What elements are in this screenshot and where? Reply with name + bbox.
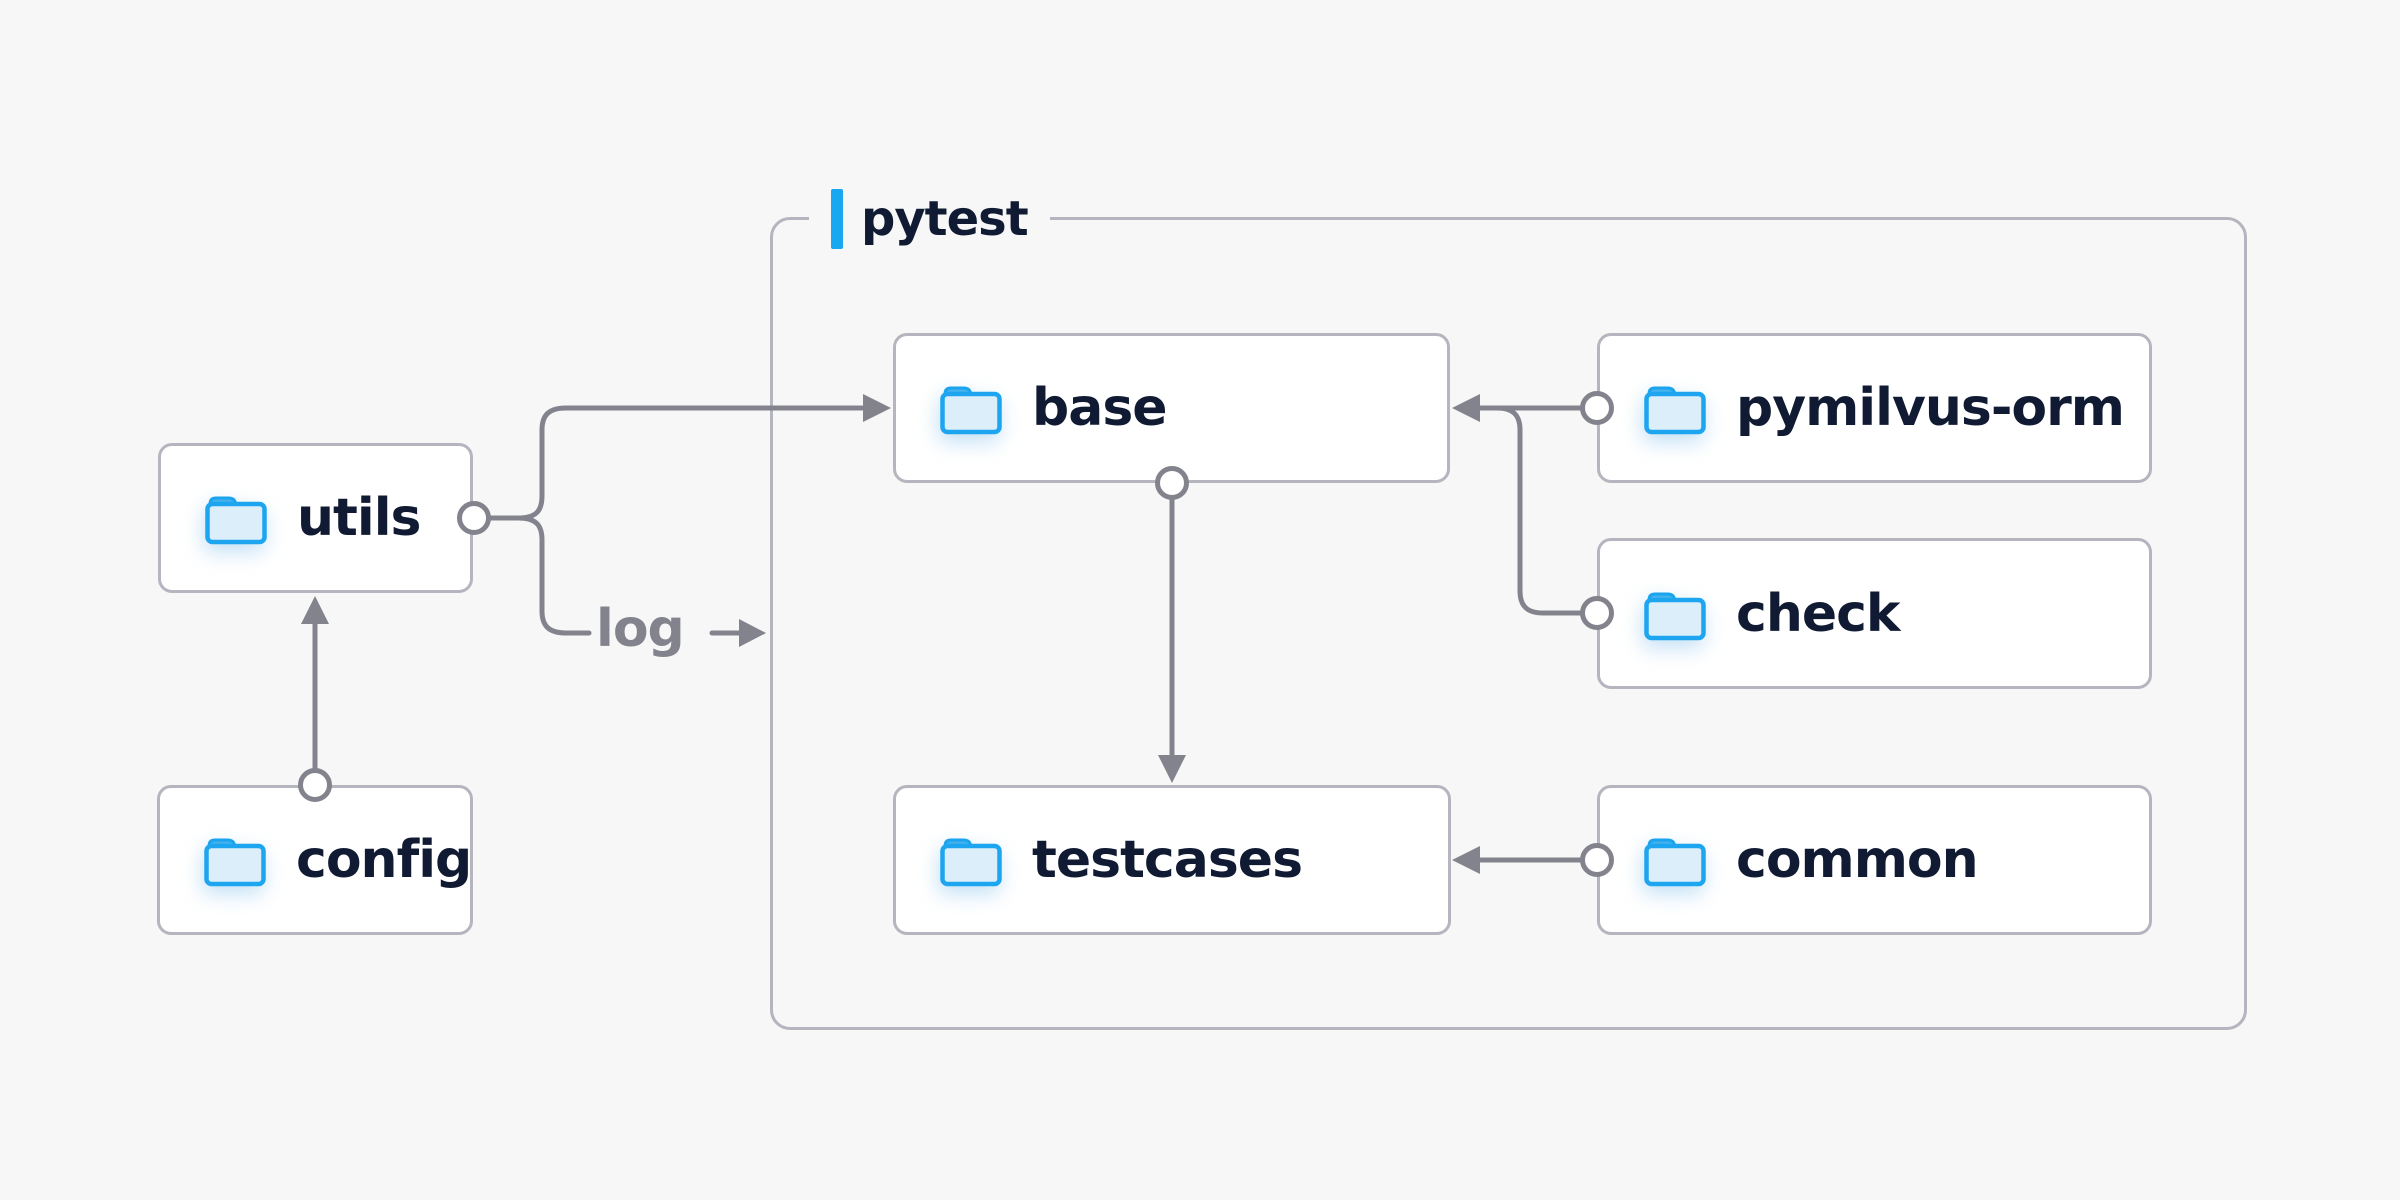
- pytest-cluster-label: pytest: [809, 187, 1050, 251]
- edge-config-utils: [301, 596, 329, 772]
- node-config: config: [157, 785, 473, 935]
- node-label: config: [296, 830, 472, 890]
- folder-icon: [204, 838, 266, 887]
- folder-icon: [1644, 592, 1706, 640]
- folder-body: [940, 843, 1002, 887]
- folder-body: [1644, 843, 1706, 887]
- node-testcases: testcases: [893, 785, 1451, 935]
- folder-body: [204, 843, 266, 887]
- node-label: check: [1736, 583, 1901, 644]
- folder-icon: [1644, 838, 1706, 887]
- node-label: pymilvus-orm: [1736, 378, 2125, 438]
- folder-icon: [940, 386, 1002, 435]
- folder-body: [1644, 597, 1706, 640]
- node-label: common: [1736, 830, 1979, 890]
- node-common: common: [1597, 785, 2152, 935]
- folder-body: [205, 501, 267, 545]
- edge-label-log: log: [596, 599, 685, 659]
- pytest-cluster: pytest: [770, 187, 2247, 1030]
- folder-icon: [940, 838, 1002, 887]
- arrowhead-log-into-cluster: [739, 619, 766, 647]
- folder-body: [940, 391, 1002, 435]
- node-label: utils: [297, 488, 421, 548]
- node-base: base: [893, 333, 1450, 483]
- node-label: base: [1032, 378, 1168, 438]
- node-check: check: [1597, 538, 2152, 689]
- arrowhead-into-utils-bottom: [301, 596, 329, 624]
- node-pymilvus-orm: pymilvus-orm: [1597, 333, 2152, 483]
- cluster-label-text: pytest: [861, 191, 1029, 247]
- node-label: testcases: [1032, 830, 1303, 890]
- cluster-accent-bar: [831, 189, 843, 249]
- node-utils: utils: [158, 443, 473, 593]
- folder-icon: [1644, 386, 1706, 435]
- folder-icon: [205, 496, 267, 545]
- folder-body: [1644, 391, 1706, 435]
